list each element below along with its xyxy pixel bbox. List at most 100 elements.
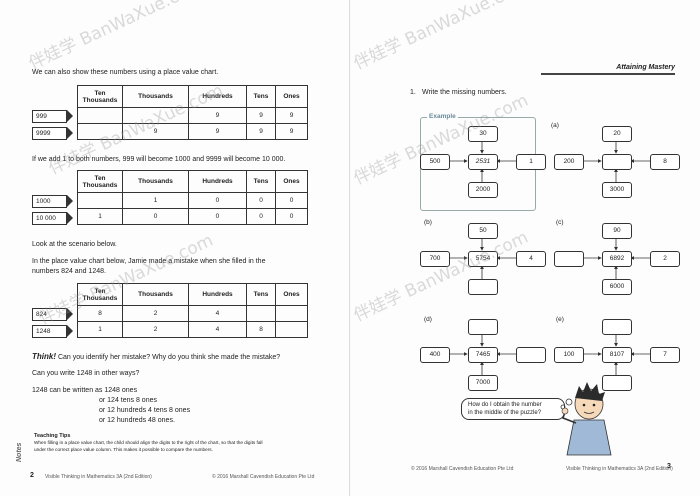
right-page: Attaining Mastery 1. Write the missing n… [351, 0, 700, 496]
e-right-box: 7 [650, 347, 680, 363]
footer-title: Visible Thinking in Mathematics 3A (2nd … [45, 474, 152, 480]
bubble-line-2: in the middle of the puzzle? [468, 410, 542, 416]
place-value-table-1: Ten Thousands Thousands Hundreds Tens On… [77, 85, 308, 140]
a-right-box: 8 [650, 154, 680, 170]
cell: 9 [188, 123, 247, 140]
section-header: Attaining Mastery [616, 64, 675, 71]
a-top-box: 20 [602, 126, 632, 142]
sentence-add-one: If we add 1 to both numbers, 999 will be… [32, 156, 286, 163]
c-top-box: 90 [602, 223, 632, 239]
tips-line-2: under the correct place value column. Th… [34, 447, 213, 452]
b-left-box: 700 [420, 251, 450, 267]
e-bottom-box[interactable] [602, 375, 632, 391]
label-a: (a) [551, 122, 559, 129]
d-top-box[interactable] [468, 319, 498, 335]
header-thousands: Thousands [122, 170, 189, 193]
cell [245, 305, 277, 322]
header-tens: Tens [245, 85, 277, 108]
b-top-box: 50 [468, 223, 498, 239]
page-number: 2 [30, 472, 34, 479]
section-header-bar: Attaining Mastery [541, 63, 675, 75]
instruction: Write the missing numbers. [422, 89, 507, 96]
b-bottom-box[interactable] [468, 279, 498, 295]
a-left-box: 200 [554, 154, 584, 170]
d-left-box: 400 [420, 347, 450, 363]
cell: 1 [122, 192, 189, 209]
page-number: 3 [667, 463, 671, 470]
cell [77, 192, 123, 209]
notes-label: Notes [16, 442, 23, 462]
header-ones: Ones [275, 85, 308, 108]
cell: 0 [245, 208, 277, 225]
header-ten-thousands: Ten Thousands [77, 170, 123, 193]
a-center-box[interactable] [602, 154, 632, 170]
place-value-table-3: Ten Thousands Thousands Hundreds Tens On… [77, 283, 308, 338]
cell: 0 [188, 192, 247, 209]
cell: 9 [275, 123, 308, 140]
number-label: 824 [32, 308, 73, 321]
label-e: (e) [556, 316, 564, 323]
cell [77, 107, 123, 124]
example-right-box: 1 [516, 154, 546, 170]
number-label: 999 [32, 110, 73, 123]
c-right-box: 2 [650, 251, 680, 267]
d-bottom-box: 7000 [468, 375, 498, 391]
header-ten-thousands: Ten Thousands [77, 85, 123, 108]
e-top-box[interactable] [602, 319, 632, 335]
think-line: Think! Can you identify her mistake? Why… [32, 352, 280, 362]
example-center-box: 2531 [468, 154, 498, 170]
e-center-box: 8107 [602, 347, 632, 363]
number-label: 9999 [32, 127, 73, 140]
b-center-box: 5754 [468, 251, 498, 267]
think-label: Think! [32, 352, 56, 361]
intro-text: We can also show these numbers using a p… [32, 69, 219, 76]
tips-title: Teaching Tips [34, 433, 71, 439]
left-page: We can also show these numbers using a p… [16, 0, 350, 496]
cell: 0 [122, 208, 189, 225]
c-bottom-box: 6000 [602, 279, 632, 295]
header-tens: Tens [245, 283, 277, 306]
number-label: 1248 [32, 325, 73, 338]
header-ones: Ones [275, 283, 308, 306]
cell: 9 [245, 107, 277, 124]
header-ones: Ones [275, 170, 308, 193]
look-text: Look at the scenario below. [32, 241, 117, 248]
alternative-1: or 124 tens 8 ones [99, 397, 157, 404]
example-label: Example [427, 112, 458, 121]
example-top-box: 30 [468, 126, 498, 142]
example-left-box: 500 [420, 154, 450, 170]
cell: 4 [188, 305, 247, 322]
d-right-box[interactable] [516, 347, 546, 363]
header-tens: Tens [245, 170, 277, 193]
scenario-line-2: numbers 824 and 1248. [32, 268, 106, 275]
label-c: (c) [556, 219, 564, 226]
cell: 9 [122, 123, 189, 140]
alternative-2: or 12 hundreds 4 tens 8 ones [99, 407, 191, 414]
e-left-box: 100 [554, 347, 584, 363]
header-hundreds: Hundreds [188, 283, 247, 306]
thought-bubble: How do I obtain the number in the middle… [461, 398, 565, 420]
question-number: 1. [410, 89, 416, 96]
footer-copyright: © 2016 Marshall Cavendish Education Pte … [212, 474, 315, 480]
d-center-box: 7465 [468, 347, 498, 363]
cell: 4 [188, 321, 247, 338]
bubble-line-1: How do I obtain the number [468, 402, 542, 408]
cell: 9 [245, 123, 277, 140]
label-d: (d) [424, 316, 432, 323]
cell [275, 305, 308, 322]
cell: 2 [122, 305, 189, 322]
header-hundreds: Hundreds [188, 170, 247, 193]
written-as: 1248 can be written as 1248 ones [32, 387, 138, 394]
footer-title: Visible Thinking in Mathematics 3A (2nd … [566, 466, 673, 472]
number-label: 1000 [32, 195, 73, 208]
cell: 9 [275, 107, 308, 124]
alternative-3: or 12 hundreds 48 ones. [99, 417, 175, 424]
footer-copyright: © 2016 Marshall Cavendish Education Pte … [411, 466, 514, 472]
question-write: Can you write 1248 in other ways? [32, 370, 140, 377]
c-left-box[interactable] [554, 251, 584, 267]
cell: 0 [275, 192, 308, 209]
cell: 1 [77, 321, 123, 338]
b-right-box: 4 [516, 251, 546, 267]
place-value-table-2: Ten Thousands Thousands Hundreds Tens On… [77, 170, 308, 225]
